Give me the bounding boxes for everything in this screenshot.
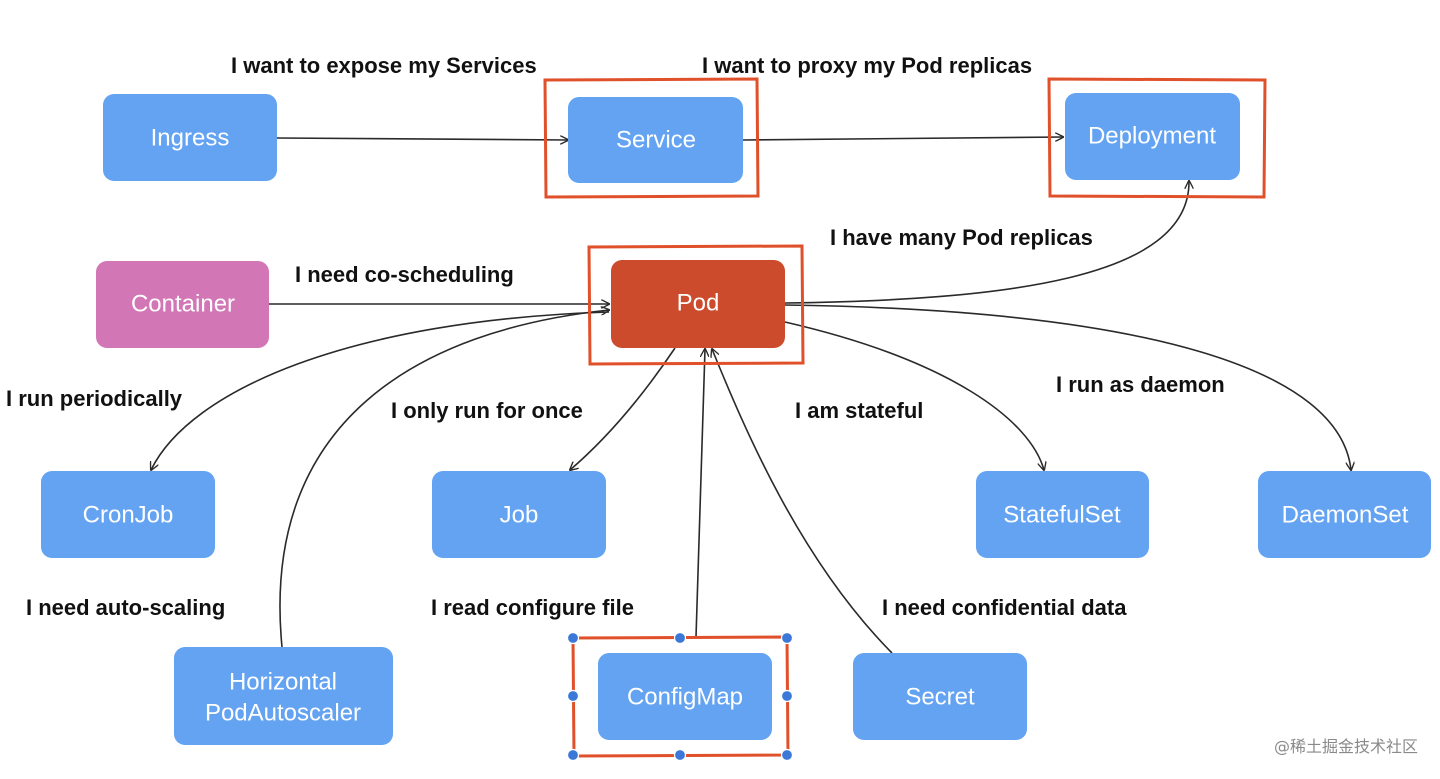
- edge-hpa-to-pod: [279, 310, 609, 648]
- highlight-deployment: [1047, 77, 1267, 199]
- node-configmap[interactable]: ConfigMap: [598, 653, 772, 740]
- node-cronjob-label: CronJob: [83, 501, 174, 528]
- edge-secret-to-pod: [712, 349, 893, 654]
- label-expose-services: I want to expose my Services: [231, 53, 537, 78]
- resize-handle-middle-right[interactable]: [780, 689, 794, 703]
- node-job-label: Job: [500, 501, 539, 528]
- edge-pod-to-statefulset: [784, 321, 1044, 470]
- node-statefulset-box: [976, 471, 1149, 558]
- node-cronjob[interactable]: CronJob: [41, 471, 215, 558]
- label-read-config: I read configure file: [431, 595, 634, 620]
- label-run-periodically: I run periodically: [6, 386, 183, 411]
- node-service[interactable]: Service: [568, 97, 743, 183]
- node-job-box: [432, 471, 606, 558]
- node-hpa-box: [174, 647, 393, 745]
- edge-pod-to-job: [570, 347, 676, 470]
- highlight-service: [543, 77, 760, 199]
- node-cronjob-box: [41, 471, 215, 558]
- edge-pod-to-cronjob: [151, 311, 610, 470]
- node-container-box: [96, 261, 269, 348]
- resize-handle-top-right[interactable]: [780, 631, 794, 645]
- node-hpa-label-line2: PodAutoscaler: [205, 699, 361, 726]
- node-secret-label: Secret: [905, 683, 975, 710]
- node-configmap-label: ConfigMap: [627, 683, 743, 710]
- node-deployment-label: Deployment: [1088, 122, 1216, 149]
- node-pod[interactable]: Pod: [611, 260, 785, 348]
- label-co-scheduling: I need co-scheduling: [295, 262, 514, 287]
- node-daemonset-box: [1258, 471, 1431, 558]
- label-proxy-replicas: I want to proxy my Pod replicas: [702, 53, 1032, 78]
- resize-handle-top-middle[interactable]: [673, 631, 687, 645]
- node-secret[interactable]: Secret: [853, 653, 1027, 740]
- resize-handle-middle-left[interactable]: [566, 689, 580, 703]
- edge-configmap-to-pod: [695, 349, 705, 638]
- node-service-label: Service: [616, 126, 696, 153]
- node-pod-box: [611, 260, 785, 348]
- resize-handle-top-left[interactable]: [566, 631, 580, 645]
- node-service-box: [568, 97, 743, 183]
- edge-ingress-to-service: [276, 138, 568, 140]
- node-daemonset-label: DaemonSet: [1282, 501, 1409, 528]
- node-ingress[interactable]: Ingress: [103, 94, 277, 181]
- node-hpa-label-line1: Horizontal: [229, 668, 337, 695]
- highlight-frames: [543, 77, 1267, 758]
- resize-handle-bottom-middle[interactable]: [673, 748, 687, 762]
- nodes: Ingress Service Deployment Container Pod…: [41, 93, 1431, 745]
- node-secret-box: [853, 653, 1027, 740]
- node-configmap-box: [598, 653, 772, 740]
- label-confidential: I need confidential data: [882, 595, 1127, 620]
- node-container-label: Container: [131, 290, 235, 317]
- edge-service-to-deployment: [742, 137, 1063, 140]
- label-auto-scaling: I need auto-scaling: [26, 595, 225, 620]
- node-daemonset[interactable]: DaemonSet: [1258, 471, 1431, 558]
- watermark: @稀土掘金技术社区: [1274, 737, 1418, 756]
- label-run-once: I only run for once: [391, 398, 583, 423]
- label-stateful: I am stateful: [795, 398, 923, 423]
- node-ingress-box: [103, 94, 277, 181]
- node-statefulset-label: StatefulSet: [1003, 501, 1121, 528]
- label-many-replicas: I have many Pod replicas: [830, 225, 1093, 250]
- node-ingress-label: Ingress: [151, 124, 230, 151]
- node-job[interactable]: Job: [432, 471, 606, 558]
- node-container[interactable]: Container: [96, 261, 269, 348]
- node-deployment[interactable]: Deployment: [1065, 93, 1240, 180]
- edge-pod-to-daemonset: [784, 304, 1351, 470]
- highlight-pod: [587, 244, 805, 366]
- node-deployment-box: [1065, 93, 1240, 180]
- edge-pod-to-deployment: [784, 181, 1189, 304]
- node-statefulset[interactable]: StatefulSet: [976, 471, 1149, 558]
- resize-handle-bottom-left[interactable]: [566, 748, 580, 762]
- selection-handles-configmap[interactable]: [566, 631, 794, 762]
- label-run-daemon: I run as daemon: [1056, 372, 1225, 397]
- edges: [151, 137, 1351, 654]
- node-hpa[interactable]: Horizontal PodAutoscaler: [174, 647, 393, 745]
- resize-handle-bottom-right[interactable]: [780, 748, 794, 762]
- node-pod-label: Pod: [677, 289, 720, 316]
- edge-labels: I want to expose my Services I want to p…: [6, 53, 1225, 620]
